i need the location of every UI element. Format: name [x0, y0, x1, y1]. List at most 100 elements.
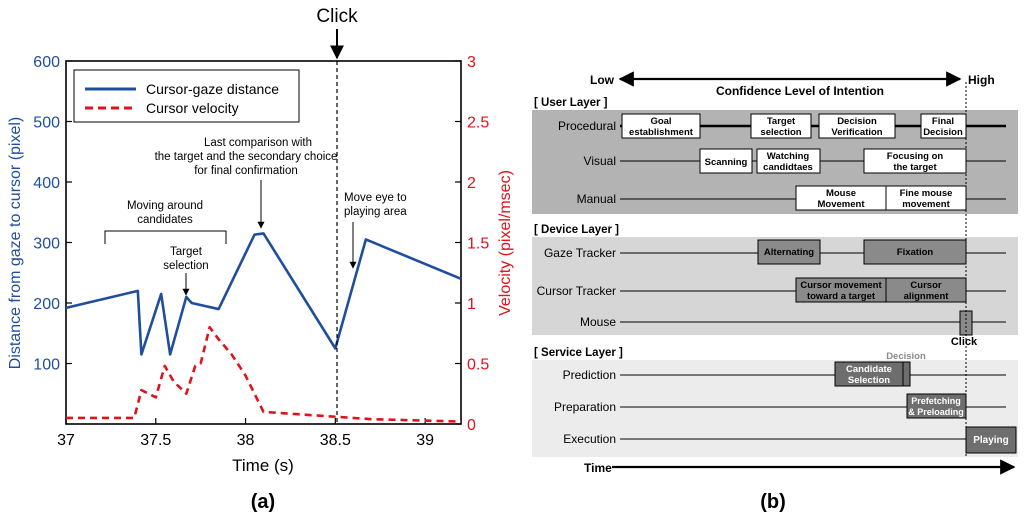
svg-text:Watching: Watching — [767, 151, 810, 162]
row-label-procedural: Procedural — [558, 119, 616, 133]
svg-text:Cursor: Cursor — [910, 280, 941, 291]
row-label-manual: Manual — [577, 192, 616, 206]
annotation-moving-around: Moving around candidates — [104, 200, 227, 244]
svg-text:selection: selection — [760, 127, 801, 138]
svg-text:Playing: Playing — [973, 435, 1009, 446]
svg-text:alignment: alignment — [904, 291, 950, 302]
x-tick-label: 37 — [57, 432, 75, 449]
y2-tick-label: 2 — [467, 175, 476, 192]
svg-text:Fine mouse: Fine mouse — [900, 188, 953, 199]
x-tick-label: 38.5 — [320, 432, 351, 449]
x-axis-label: Time (s) — [232, 456, 294, 475]
user-layer-title: [ User Layer ] — [534, 97, 608, 109]
series-line-cursor-gaze-distance — [65, 232, 462, 356]
svg-text:Candidate: Candidate — [846, 364, 892, 375]
y2-tick-label: 3 — [467, 54, 476, 71]
prediction-box: Candidate Selection — [834, 361, 911, 387]
svg-text:& Preloading: & Preloading — [908, 407, 964, 417]
svg-text:Focusing on: Focusing on — [887, 151, 944, 162]
legend-label-distance: Cursor-gaze distance — [146, 81, 279, 97]
time-label: Time — [584, 461, 612, 475]
y2-tick-label: 0.5 — [467, 357, 489, 374]
svg-text:candidates: candidates — [137, 214, 193, 226]
y-tick-label: 500 — [33, 115, 60, 132]
svg-text:establishment: establishment — [629, 127, 694, 138]
svg-text:Goal: Goal — [650, 116, 671, 127]
y2-tick-label: 1.5 — [467, 236, 489, 253]
y2-tick-label: 0 — [467, 417, 476, 434]
label-low: Low — [590, 73, 615, 87]
y-tick-label: 600 — [33, 54, 60, 71]
axis-ticks: 37 37.5 38 38.5 39 100 200 300 400 500 600 0 0.5 1 1.5… — [33, 54, 489, 449]
svg-text:Move eye to: Move eye to — [344, 192, 407, 204]
legend-label-velocity: Cursor velocity — [146, 100, 239, 116]
row-label-visual: Visual — [584, 154, 616, 168]
svg-text:toward a target: toward a target — [807, 291, 876, 302]
row-label-gaze-tracker: Gaze Tracker — [544, 246, 616, 260]
annotation-target-selection: Target selection — [163, 246, 209, 296]
svg-text:Last comparison with: Last comparison with — [204, 137, 312, 149]
x-tick-label: 39 — [416, 432, 434, 449]
preparation-box: Prefetching & Preloading — [906, 393, 967, 419]
svg-text:Fixation: Fixation — [897, 247, 934, 258]
legend: Cursor-gaze distance Cursor velocity — [73, 69, 300, 123]
svg-text:Target: Target — [170, 246, 203, 258]
label-high: High — [968, 73, 995, 87]
row-label-prediction: Prediction — [563, 368, 616, 382]
svg-text:for final confirmation: for final confirmation — [194, 165, 298, 177]
x-tick-label: 38 — [237, 432, 255, 449]
panel-label-b: (b) — [760, 491, 786, 513]
y2-tick-label: 2.5 — [467, 115, 489, 132]
annotation-move-eye: Move eye to playing area — [344, 192, 407, 269]
execution-box: Playing — [965, 426, 1017, 454]
svg-text:movement: movement — [902, 199, 950, 210]
panel-a-line-chart: 37 37.5 38 38.5 39 100 200 300 400 500 600 0 0.5 1 1.5… — [7, 6, 514, 513]
svg-text:Decision: Decision — [837, 116, 877, 127]
row-label-preparation: Preparation — [554, 400, 616, 414]
series-lines — [65, 232, 462, 423]
y-tick-label: 200 — [33, 296, 60, 313]
gaze-boxes: Alternating Fixation — [757, 239, 967, 265]
svg-text:Selection: Selection — [848, 375, 890, 386]
svg-text:selection: selection — [163, 260, 208, 272]
svg-text:playing area: playing area — [344, 206, 407, 218]
y-tick-label: 400 — [33, 175, 60, 192]
service-layer-title: [ Service Layer ] — [534, 347, 623, 359]
click-label: Click — [316, 6, 358, 27]
row-label-mouse: Mouse — [580, 315, 616, 329]
svg-text:Final: Final — [932, 116, 954, 127]
device-layer-title: [ Device Layer ] — [534, 224, 619, 236]
svg-text:Alternating: Alternating — [764, 247, 814, 258]
svg-text:Verification: Verification — [831, 127, 882, 138]
svg-text:Mouse: Mouse — [826, 188, 856, 199]
svg-text:Cursor movement: Cursor movement — [800, 280, 882, 291]
svg-text:Decision: Decision — [923, 127, 963, 138]
annotation-last-comparison: Last comparison with the target and the … — [155, 137, 338, 229]
y-axis-label-right: Velocity (pixel/msec) — [497, 170, 514, 316]
visual-boxes: Scanning Watching candidtaes Focusing on… — [699, 148, 967, 174]
row-label-cursor-tracker: Cursor Tracker — [537, 284, 616, 298]
svg-text:Prefetching: Prefetching — [911, 396, 961, 406]
manual-boxes: Mouse Movement Fine mouse movement — [795, 185, 967, 211]
svg-text:the target and the secondary c: the target and the secondary choice — [155, 151, 338, 163]
svg-text:Target: Target — [767, 116, 796, 127]
y-tick-label: 300 — [33, 236, 60, 253]
cursor-boxes: Cursor movement toward a target Cursor a… — [795, 277, 967, 303]
click-label-b: Click — [951, 336, 978, 348]
series-line-cursor-velocity — [66, 325, 462, 423]
panel-b-layer-diagram: Low High Confidence Level of Intention [… — [532, 71, 1018, 513]
svg-text:Moving around: Moving around — [127, 200, 203, 212]
procedural-boxes: Goal establishment Target selection Deci… — [621, 113, 967, 139]
y2-tick-label: 1 — [467, 296, 476, 313]
row-label-execution: Execution — [563, 432, 616, 446]
y-axis-label-left: Distance from gaze to cursor (pixel) — [7, 117, 24, 370]
panel-label-a: (a) — [251, 491, 275, 513]
svg-text:Scanning: Scanning — [705, 157, 748, 168]
x-tick-label: 37.5 — [140, 432, 171, 449]
confidence-title: Confidence Level of Intention — [716, 84, 884, 98]
y-tick-label: 100 — [33, 357, 60, 374]
svg-text:the target: the target — [893, 162, 937, 173]
svg-text:candidtaes: candidtaes — [763, 162, 813, 173]
decision-label: Decision — [886, 351, 926, 362]
